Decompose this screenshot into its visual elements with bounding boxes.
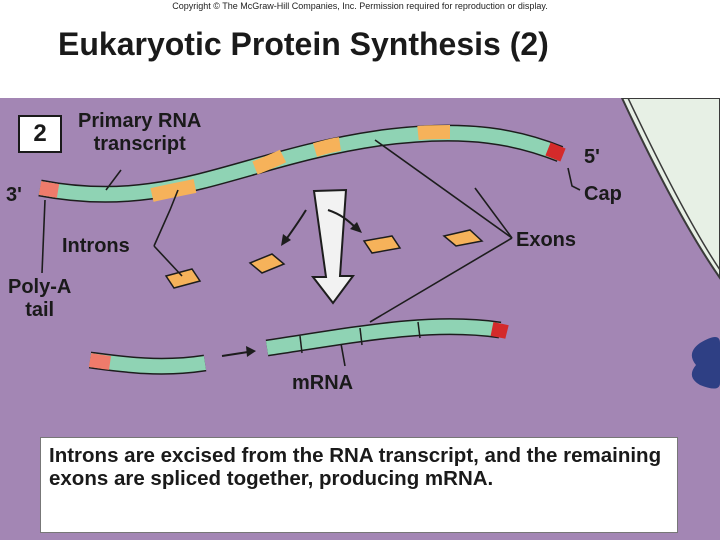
cell-membrane-edge <box>627 98 720 271</box>
five-prime-label: 5' <box>584 146 600 168</box>
poly-a-label: Poly-A tail <box>8 276 71 322</box>
join-arrow <box>221 351 249 357</box>
caption-text: Introns are excised from the RNA transcr… <box>49 444 662 490</box>
three-prime-label: 3' <box>6 184 22 206</box>
mrna-fill <box>265 319 501 355</box>
cap-segment <box>545 142 566 162</box>
step-number-box: 2 <box>18 115 62 153</box>
primary-rna-label-line2: transcript <box>93 133 186 155</box>
membrane-protein <box>691 337 720 389</box>
splicing-diagram <box>38 98 720 389</box>
mrna-label: mRNA <box>292 372 354 394</box>
cap-label: Cap <box>584 183 622 205</box>
introns-label: Introns <box>62 235 130 257</box>
poly-a-piece-tip <box>88 353 111 370</box>
primary-rna-label: Primary RNA transcript <box>78 110 201 156</box>
caption-box: Introns are excised from the RNA transcr… <box>40 437 678 533</box>
exons-label: Exons <box>516 229 577 251</box>
intron-arrowheads <box>281 222 362 246</box>
pointer-lines <box>41 139 581 367</box>
poly-a-label-line1: Poly-A <box>8 276 72 298</box>
poly-a-segment <box>38 181 60 198</box>
page-title: Eukaryotic Protein Synthesis (2) <box>58 26 549 62</box>
mrna-splice-joints <box>299 321 421 354</box>
cell-membrane <box>620 98 720 280</box>
join-arrowhead <box>246 346 256 357</box>
primary-rna-label-line1: Primary RNA <box>78 110 202 132</box>
transcript-introns <box>150 125 451 202</box>
excised-introns <box>164 229 484 289</box>
poly-a-label-line2: tail <box>25 299 55 321</box>
splicing-arrow <box>310 188 355 305</box>
mrna-cap <box>490 322 509 339</box>
copyright-notice: Copyright © The McGraw-Hill Companies, I… <box>172 1 548 11</box>
splicing-figure: 2 Primary RNA transcript 5' Cap 3' Intro… <box>0 98 720 540</box>
